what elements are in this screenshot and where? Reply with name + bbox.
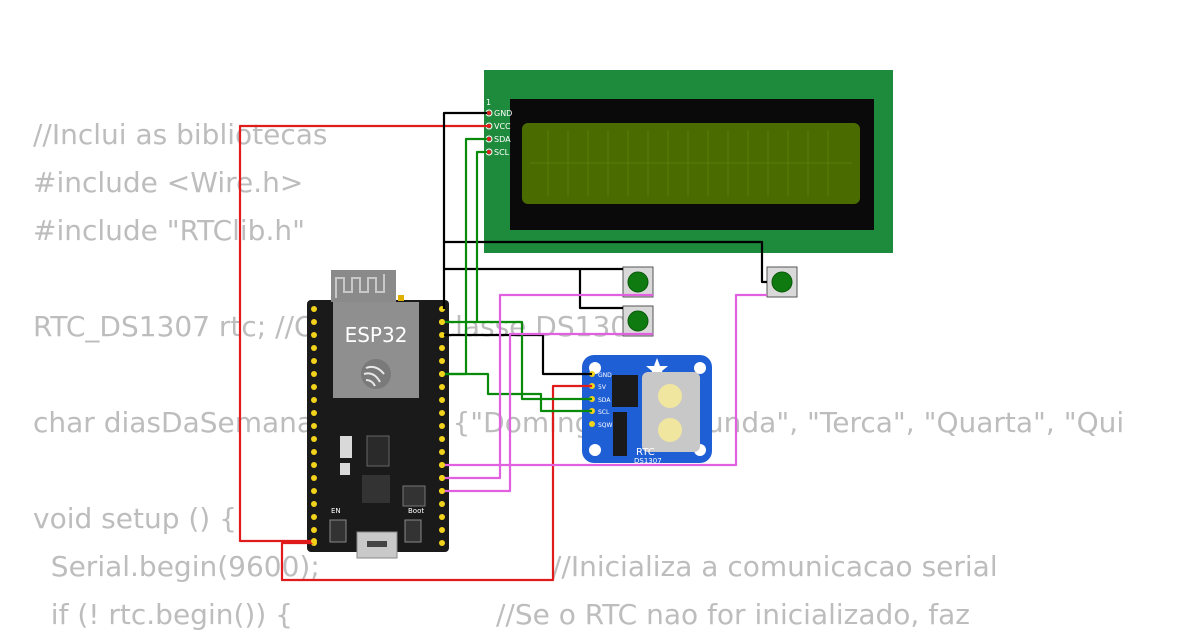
boot-button[interactable]	[404, 519, 422, 543]
lcd-module[interactable]: 1 GND VCC SDA SCL	[484, 70, 893, 253]
wire-endpoints	[311, 319, 445, 544]
wire-red-lcd-vcc	[238, 124, 489, 543]
lcd-pin-gnd: GND	[494, 109, 512, 118]
rtc-pin-label: SQW	[598, 422, 613, 429]
push-button-1[interactable]	[622, 266, 654, 298]
wire-black-lcd-gnd	[442, 111, 489, 309]
esp32-board[interactable]: ESP32	[307, 270, 449, 559]
boot-label: Boot	[408, 507, 424, 515]
code-line: #include "RTClib.h"	[33, 214, 305, 247]
wire-black-button3	[444, 240, 767, 284]
esp32-antenna	[331, 270, 396, 302]
wire-red-rtc-5v	[280, 384, 592, 582]
code-comment: //Se o RTC nao for inicializado, faz	[496, 598, 970, 631]
code-line: if (! rtc.begin()) {	[33, 598, 293, 631]
espressif-logo-icon	[361, 359, 391, 389]
wire-pink-button3	[442, 293, 767, 467]
battery-holder	[642, 372, 700, 452]
lcd-pin-sda: SDA	[494, 135, 511, 144]
wire-pink-button1	[442, 293, 653, 480]
push-button-2[interactable]	[622, 305, 654, 337]
en-label: EN	[331, 507, 341, 515]
wire-black-rtc-gnd	[444, 333, 592, 376]
rtc-pin-label: GND	[598, 372, 612, 379]
rtc-crystal	[613, 412, 627, 456]
rtc-module[interactable]: RTC DS1307	[582, 355, 712, 465]
lcd-char-grid	[530, 130, 852, 196]
code-line: //Inclui as bibliotecas	[33, 118, 328, 151]
code-line: void setup () {	[33, 502, 237, 535]
wires	[238, 111, 767, 582]
rtc-pin-label: 5V	[598, 384, 607, 391]
wire-green-lcd-sda	[442, 137, 489, 376]
rtc-label: RTC	[636, 447, 655, 458]
wire-green-lcd-scl	[442, 150, 489, 324]
push-button-3[interactable]	[766, 266, 798, 298]
code-comment: //Inicializa a comunicacao serial	[552, 550, 998, 583]
rtc-model: DS1307	[634, 457, 662, 465]
lcd-pin-scl: SCL	[494, 148, 510, 157]
code-line: Serial.begin(9600);	[33, 550, 320, 583]
esp32-left-pins	[311, 306, 317, 546]
lcd-wire-dots	[487, 111, 491, 154]
en-button[interactable]	[329, 519, 347, 543]
rtc-pin-label: SCL	[598, 409, 610, 416]
lcd-pin1-label: 1	[486, 98, 491, 107]
rtc-chip	[612, 375, 638, 407]
esp32-chip	[362, 475, 390, 503]
wire-black-button2	[578, 269, 623, 310]
code-line: #include <Wire.h>	[33, 166, 304, 199]
wire-pink-button2	[442, 332, 653, 493]
wire-green-rtc-sda	[442, 372, 592, 413]
antenna-trace	[335, 274, 385, 298]
esp32-label: ESP32	[345, 323, 408, 347]
rtc-pin-label: SDA	[598, 397, 611, 404]
lcd-pin-vcc: VCC	[494, 122, 511, 131]
